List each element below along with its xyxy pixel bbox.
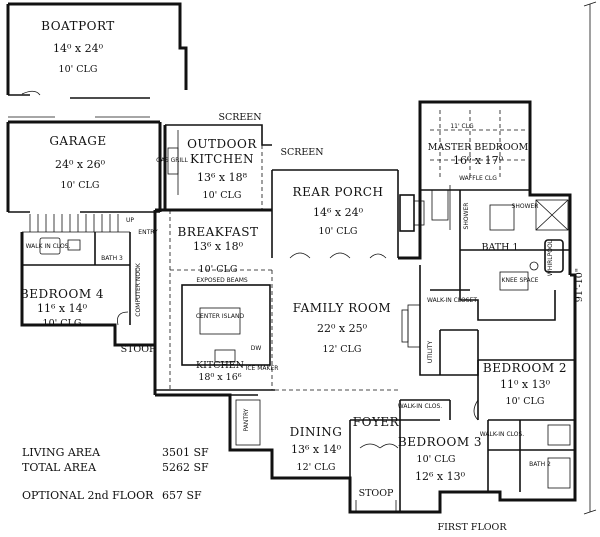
stoop-front-label: STOOP — [359, 488, 394, 499]
foyer-name: FOYER — [353, 415, 400, 429]
seatbox-label: SHOWER — [463, 203, 470, 230]
center-island-label: CENTER ISLAND — [196, 313, 245, 320]
overall-dimension-line — [583, 1, 597, 515]
stoop-side-label: STOOP — [121, 344, 156, 355]
garage-ceiling: 10' CLG — [61, 180, 100, 191]
ice-maker-label: ICE MAKER — [246, 365, 279, 372]
up-label: UP — [126, 217, 134, 224]
walk-in-clos-b3-label: WALK-IN CLOS. — [398, 403, 443, 410]
total-area-label: TOTAL AREA — [22, 461, 97, 474]
bath2-label: BATH 2 — [529, 461, 551, 468]
bedroom4-dims: 11⁶ x 14⁰ — [37, 302, 88, 315]
screen-right-label: SCREEN — [280, 147, 323, 158]
walk-in-clos-b2-label: WALK-IN CLOS. — [480, 431, 525, 438]
bedroom4-area — [22, 232, 137, 326]
computer-nook-label: COMPUTER NOOK — [135, 262, 142, 317]
breakfast-ceiling: 10' CLG — [199, 264, 238, 275]
knee-space-label: KNEE SPACE — [502, 277, 539, 284]
master-bedroom-ceiling: 11' CLG — [450, 123, 474, 130]
walk-in-clos-b4-label: WALK IN CLOS. — [26, 243, 71, 250]
breakfast-dims: 13⁶ x 18⁰ — [193, 240, 244, 253]
outdoor-kitchen-name2: KITCHEN — [190, 152, 254, 166]
optional-floor-label: OPTIONAL 2nd FLOOR — [22, 489, 154, 502]
walk-in-closet-label: WALK-IN CLOSET — [427, 297, 477, 304]
kitchen-dims: 18⁰ x 16⁶ — [198, 372, 241, 383]
bedroom3-dims: 12⁶ x 13⁰ — [415, 470, 466, 483]
outdoor-kitchen-ceiling: 10' CLG — [203, 190, 242, 201]
dining-ceiling: 12' CLG — [297, 462, 336, 473]
bedroom3-name: BEDROOM 3 — [398, 435, 482, 449]
master-bedroom-dims: 16⁶ x 17⁰ — [453, 154, 504, 167]
family-kitchen-area — [155, 210, 400, 446]
dining-foyer-area — [349, 419, 400, 512]
exposed-beams-label: EXPOSED BEAMS — [196, 277, 248, 284]
boatport-name: BOATPORT — [41, 19, 115, 33]
entry-label: ENTRY — [138, 229, 158, 236]
outdoor-kitchen-name: OUTDOOR — [187, 137, 257, 151]
bedroom2-name: BEDROOM 2 — [483, 361, 567, 375]
utility-label: UTILITY — [427, 341, 434, 364]
waffle-clg-label: WAFFLE CLG — [459, 175, 497, 182]
family-room-name: FAMILY ROOM — [293, 301, 391, 315]
rear-porch-ceiling: 10' CLG — [319, 226, 358, 237]
whirlpool-label: WHIRLPOOL — [547, 239, 554, 276]
boatport-dims: 14⁰ x 24⁰ — [53, 42, 104, 55]
screen-top-label: SCREEN — [218, 112, 261, 123]
bedroom2-ceiling: 10' CLG — [506, 396, 545, 407]
rear-porch-dims: 14⁶ x 24⁰ — [313, 206, 364, 219]
family-room-ceiling: 12' CLG — [323, 344, 362, 355]
total-area-value: 5262 SF — [162, 461, 209, 474]
boatport-ceiling: 10' CLG — [59, 64, 98, 75]
outdoor-kitchen-dims: 13⁶ x 18⁸ — [197, 171, 248, 184]
bath3-label: BATH 3 — [101, 255, 123, 262]
garage-area — [6, 120, 162, 233]
gas-grill-label: GAS GRILL — [156, 157, 188, 164]
breakfast-name: BREAKFAST — [178, 225, 259, 239]
master-bedroom-area — [420, 110, 530, 250]
dining-name: DINING — [290, 425, 343, 439]
family-room-dims: 22⁰ x 25⁰ — [317, 322, 368, 335]
garage-name: GARAGE — [49, 134, 106, 148]
living-area-label: LIVING AREA — [22, 446, 101, 459]
master-bedroom-name: MASTER BEDROOM — [428, 142, 529, 153]
pantry-label: PANTRY — [243, 408, 250, 431]
dining-dims: 13⁶ x 14⁰ — [291, 443, 342, 456]
bedroom2-area — [477, 359, 575, 492]
rear-porch-name: REAR PORCH — [293, 185, 384, 199]
bedroom3-area — [399, 399, 489, 512]
closet-utility-area — [401, 265, 479, 376]
kitchen-name: KITCHEN — [196, 360, 244, 371]
house-outline — [20, 100, 577, 514]
dw-label: DW — [251, 345, 262, 352]
living-area-value: 3501 SF — [162, 446, 209, 459]
bedroom2-dims: 11⁰ x 13⁰ — [500, 378, 551, 391]
bath1-area — [459, 199, 570, 321]
bath1-label: BATH 1 — [481, 242, 518, 253]
garage-dims: 24⁰ x 26⁰ — [55, 158, 106, 171]
overall-dimension-label: 91'-10" — [574, 268, 585, 302]
shower-label: SHOWER — [512, 203, 539, 210]
outdoor-kitchen-area — [163, 124, 272, 210]
first-floor-label: FIRST FLOOR — [438, 522, 508, 533]
bedroom3-ceiling: 10' CLG — [417, 454, 456, 465]
optional-floor-value: 657 SF — [162, 489, 202, 502]
bedroom4-ceiling: 10' CLG — [43, 318, 82, 329]
boatport-area — [6, 2, 188, 99]
bedroom4-name: BEDROOM 4 — [20, 287, 104, 301]
